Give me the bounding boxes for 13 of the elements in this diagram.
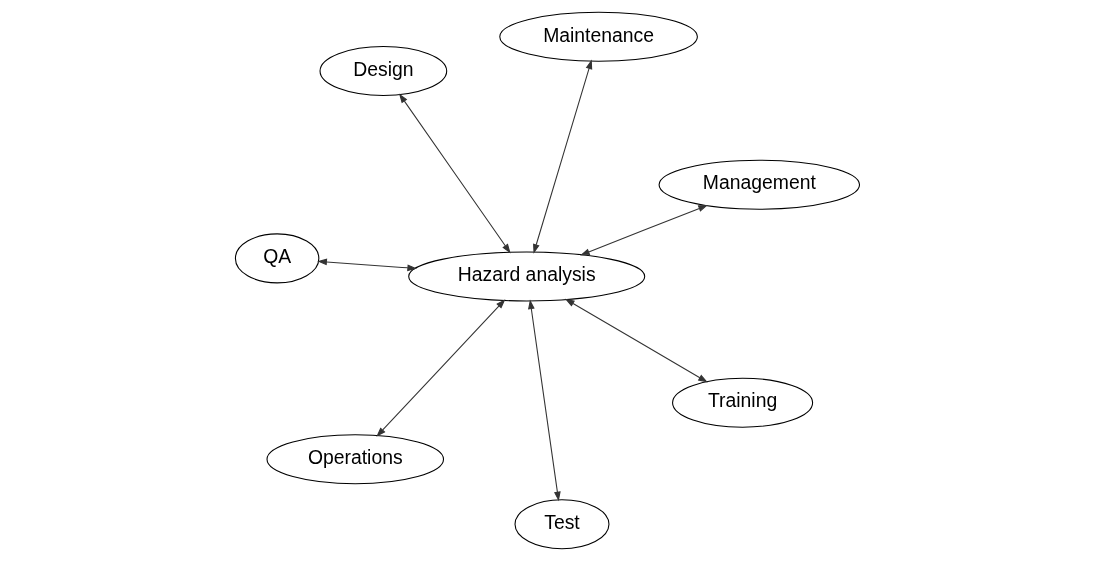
arrow: [564, 298, 708, 383]
node-ellipse: QA: [234, 233, 319, 284]
node-ellipse: Design: [319, 46, 447, 97]
node-ellipse: Test: [513, 499, 609, 550]
node-ellipse: Maintenance: [498, 11, 698, 62]
arrow: [532, 59, 592, 254]
node-ellipse: Operations: [265, 434, 444, 485]
arrow: [579, 204, 708, 256]
arrow: [375, 299, 505, 437]
arrow: [316, 258, 417, 272]
node-ellipse: Training: [671, 377, 813, 428]
arrow: [398, 93, 511, 254]
arrow: [527, 299, 561, 502]
